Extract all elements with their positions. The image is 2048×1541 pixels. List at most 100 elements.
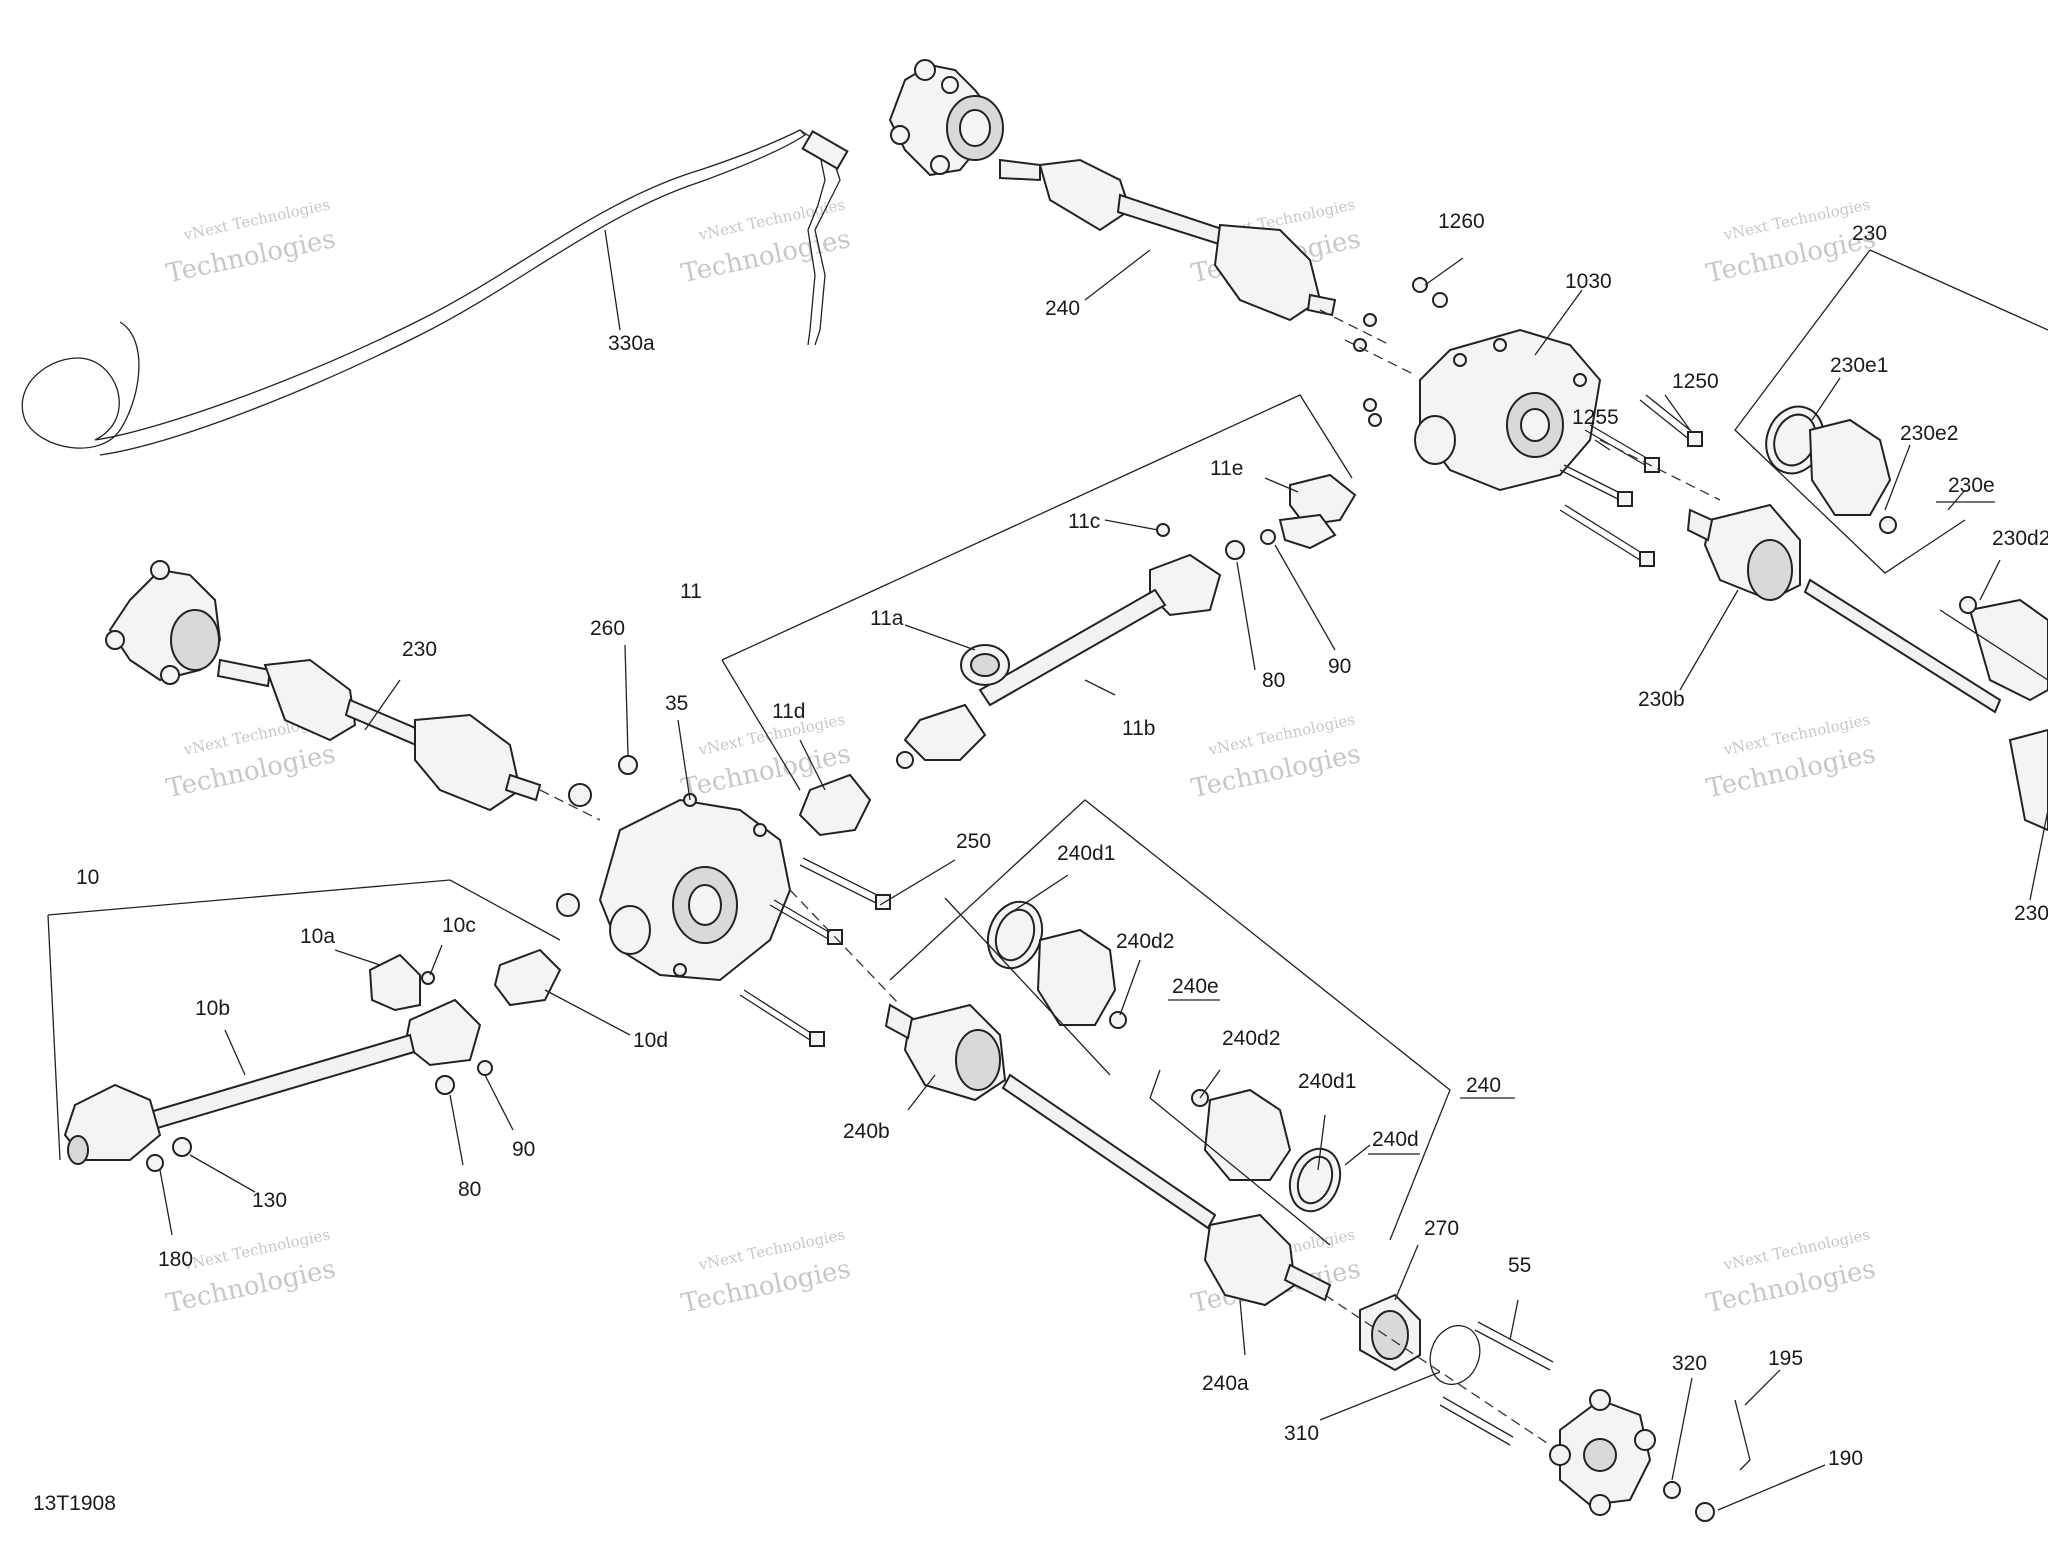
callout-80-bottom[interactable]: 80: [458, 1178, 481, 1201]
callout-260[interactable]: 260: [590, 617, 625, 640]
wheel-hub-320[interactable]: [1549, 1389, 1656, 1516]
retaining-ring-310[interactable]: [1422, 1319, 1488, 1392]
bolts-250[interactable]: [739, 857, 891, 1047]
left-drive-shaft-230[interactable]: [105, 560, 542, 812]
propeller-shaft-10[interactable]: [63, 948, 562, 1172]
left-wheel-hub[interactable]: [105, 560, 222, 685]
top-wheel-hub[interactable]: [888, 59, 1004, 177]
differential-35[interactable]: [598, 793, 792, 982]
boot-11a[interactable]: [960, 644, 1010, 686]
washer-180[interactable]: [146, 1154, 164, 1172]
callout-240e[interactable]: 240e: [1172, 975, 1219, 998]
callout-230-bottom-right[interactable]: 230: [2014, 902, 2048, 925]
callout-230e2[interactable]: 230e2: [1900, 422, 1958, 445]
callout-195[interactable]: 195: [1768, 1347, 1803, 1370]
u-joint-10-bottom[interactable]: [63, 1083, 162, 1165]
yoke-11d[interactable]: [798, 773, 872, 837]
cv-joint-230b[interactable]: [1686, 503, 1801, 602]
callout-320[interactable]: 320: [1672, 1352, 1707, 1375]
boot-240d2a[interactable]: [1036, 928, 1127, 1029]
callout-1255[interactable]: 1255: [1572, 406, 1619, 429]
vent-hose-330a[interactable]: [21, 129, 849, 456]
callout-11e[interactable]: 11e: [1210, 457, 1243, 480]
callout-240-top[interactable]: 240: [1045, 297, 1080, 320]
watermark: vNext Technologies Technologies: [679, 1225, 854, 1319]
washer-90[interactable]: [477, 1060, 493, 1076]
boot-10a[interactable]: [368, 953, 421, 1012]
boot-240d2b[interactable]: [1191, 1088, 1292, 1181]
cv-joint-240b[interactable]: [884, 1003, 1007, 1102]
grease-fitting-11c[interactable]: [1156, 523, 1170, 537]
callout-250[interactable]: 250: [956, 830, 991, 853]
nuts-1260[interactable]: [1353, 277, 1448, 427]
callout-240d2-b[interactable]: 240d2: [1222, 1027, 1280, 1050]
bolt-80[interactable]: [1225, 540, 1245, 560]
callout-80-top[interactable]: 80: [1262, 669, 1285, 692]
bolt-130[interactable]: [172, 1137, 192, 1157]
boot-clamp-230e1[interactable]: [1757, 398, 1833, 481]
bolt-80[interactable]: [435, 1075, 455, 1095]
callout-11a[interactable]: 11a: [870, 607, 904, 630]
callout-240b[interactable]: 240b: [843, 1120, 890, 1143]
callout-130[interactable]: 130: [252, 1189, 287, 1212]
callout-10c[interactable]: 10c: [442, 914, 476, 937]
u-joint-bottom[interactable]: [896, 703, 987, 769]
studs-55[interactable]: [1439, 1321, 1554, 1446]
callout-230b[interactable]: 230b: [1638, 688, 1685, 711]
callout-240d1-b[interactable]: 240d1: [1298, 1070, 1356, 1093]
right-drive-shaft-230[interactable]: [1686, 398, 2048, 832]
boot-230e2[interactable]: [1808, 418, 1897, 534]
callout-330a[interactable]: 330a: [608, 332, 655, 355]
callout-310[interactable]: 310: [1284, 1422, 1319, 1445]
callout-240a[interactable]: 240a: [1202, 1372, 1249, 1395]
callout-11d[interactable]: 11d: [772, 700, 805, 723]
u-joint-10-top[interactable]: [403, 998, 482, 1067]
yoke-11e[interactable]: [1278, 473, 1357, 550]
leader-lines: [159, 229, 2001, 1511]
callout-10[interactable]: 10: [76, 866, 99, 889]
callout-230-right[interactable]: 230: [1852, 222, 1887, 245]
callout-11[interactable]: 11: [680, 580, 702, 603]
callout-11c[interactable]: 11c: [1068, 510, 1100, 533]
callout-240d2-a[interactable]: 240d2: [1116, 930, 1174, 953]
callout-1250[interactable]: 1250: [1672, 370, 1719, 393]
callout-10d[interactable]: 10d: [633, 1029, 668, 1052]
grease-fitting-10c[interactable]: [421, 971, 435, 985]
front-differential-1030[interactable]: [1414, 328, 1602, 492]
callout-180[interactable]: 180: [158, 1248, 193, 1271]
middle-drive-shaft-240[interactable]: [884, 894, 1349, 1307]
top-drive-shaft-240[interactable]: [888, 59, 1337, 322]
boot-230d2[interactable]: [1959, 596, 2048, 702]
washer[interactable]: [556, 893, 580, 917]
callout-190[interactable]: 190: [1828, 1447, 1863, 1470]
callout-90-top[interactable]: 90: [1328, 655, 1351, 678]
castle-nut-190[interactable]: [1695, 1502, 1715, 1522]
callout-230d2[interactable]: 230d2: [1992, 527, 2048, 550]
callout-10b[interactable]: 10b: [195, 997, 230, 1020]
callout-240d1-a[interactable]: 240d1: [1057, 842, 1115, 865]
callout-240d[interactable]: 240d: [1372, 1128, 1419, 1151]
washer[interactable]: [568, 783, 592, 807]
bearing-270[interactable]: [1359, 1293, 1421, 1372]
boot-clamp-240d1b[interactable]: [1282, 1142, 1349, 1219]
callout-35[interactable]: 35: [665, 692, 688, 715]
propeller-shaft-11[interactable]: [798, 473, 1357, 837]
callout-230-left[interactable]: 230: [402, 638, 437, 661]
cv-joint-240a[interactable]: [1203, 1213, 1332, 1307]
callout-11b[interactable]: 11b: [1122, 717, 1155, 740]
callout-240-mid[interactable]: 240: [1466, 1074, 1501, 1097]
cotter-pin-195[interactable]: [1734, 1399, 1751, 1471]
callout-55[interactable]: 55: [1508, 1254, 1531, 1277]
yoke-10d[interactable]: [493, 948, 562, 1007]
callout-270[interactable]: 270: [1424, 1217, 1459, 1240]
nut-260[interactable]: [618, 755, 638, 775]
callout-1030[interactable]: 1030: [1565, 270, 1612, 293]
callout-1260[interactable]: 1260: [1438, 210, 1485, 233]
washer-90[interactable]: [1260, 529, 1276, 545]
callout-90-bottom[interactable]: 90: [512, 1138, 535, 1161]
callout-230e[interactable]: 230e: [1948, 474, 1995, 497]
washer[interactable]: [1663, 1481, 1681, 1499]
callout-230e1[interactable]: 230e1: [1830, 354, 1888, 377]
callout-10a[interactable]: 10a: [300, 925, 335, 948]
